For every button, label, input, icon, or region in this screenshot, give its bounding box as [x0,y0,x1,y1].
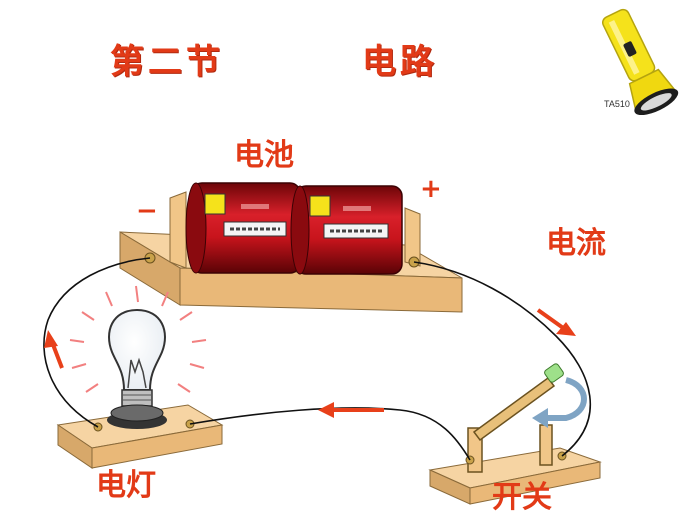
battery-holder-left [169,191,187,269]
current-arrow-left [44,330,64,369]
lamp-glow-rays [69,285,207,393]
current-label: 电流 [546,226,606,261]
battery-cell-2 [290,185,403,275]
lamp-label: 电灯 [96,468,156,503]
switch-board [428,447,602,505]
title-circuit: 电路 [362,42,438,82]
title-section: 第二节 [110,42,224,82]
switch-motion-arrow [532,377,587,428]
current-arrow-bottom [318,402,384,418]
battery-cell-1 [185,182,301,274]
flashlight-model-label: TA510 [604,99,630,109]
light-bulb [107,308,167,429]
knife-switch [465,363,567,473]
battery-label: 电池 [234,138,294,173]
minus-sign: − [136,196,158,226]
plus-sign: + [420,174,442,204]
current-arrow-right [536,308,576,336]
switch-label: 开关 [492,480,552,515]
flashlight-image [601,8,679,116]
battery-holder-right [404,207,421,267]
